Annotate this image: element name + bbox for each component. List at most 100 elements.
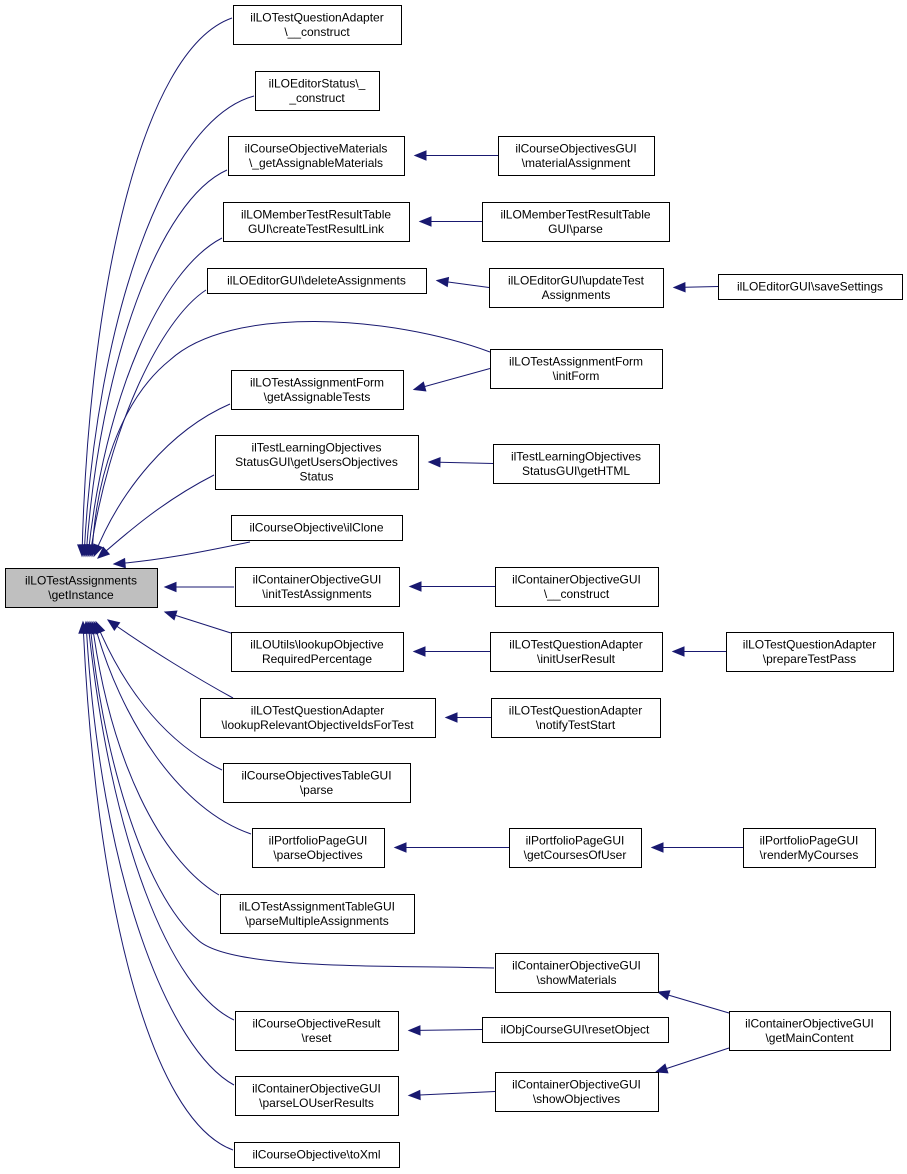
edge-m4-n6 [413, 368, 491, 390]
graph-node-n11[interactable]: ilLOTestQuestionAdapter\lookupRelevantOb… [200, 698, 436, 738]
node-box [495, 953, 659, 993]
node-label: RequiredPercentage [262, 652, 372, 666]
node-label: \parseLOUserResults [259, 1096, 374, 1110]
node-label: ilLOTestAssignments [25, 573, 137, 587]
edges-layer [77, 17, 743, 1151]
arrow-head [656, 990, 671, 1001]
node-label: ilLOTestQuestionAdapter [509, 703, 642, 717]
edge-n12-root [95, 621, 223, 771]
graph-node-m7[interactable]: ilLOTestQuestionAdapter\initUserResult [490, 632, 663, 672]
graph-node-r3[interactable]: ilPortfolioPageGUI\renderMyCourses [743, 828, 876, 868]
node-box [490, 349, 663, 389]
node-label: \parse [300, 783, 334, 797]
node-label: ilLOTestAssignmentForm [509, 354, 643, 368]
arrow-head [78, 620, 89, 634]
graph-node-n9[interactable]: ilContainerObjectiveGUI\initTestAssignme… [235, 567, 400, 607]
node-box [743, 828, 876, 868]
node-box [495, 1072, 659, 1112]
node-box [235, 1011, 399, 1051]
graph-node-r4[interactable]: ilContainerObjectiveGUI\getMainContent [729, 1011, 891, 1051]
edge-n8-root [113, 541, 251, 565]
edge-n3-root [85, 169, 228, 557]
edge-n6-root [93, 403, 231, 557]
arrow-head [654, 1063, 669, 1074]
node-label: ilCourseObjective\ilClone [249, 521, 383, 535]
node-box [509, 828, 642, 868]
graph-node-n6[interactable]: ilLOTestAssignmentForm\getAssignableTest… [231, 370, 404, 410]
edge-n11-root [107, 619, 234, 699]
node-label: ilLOEditorGUI\deleteAssignments [227, 274, 406, 288]
graph-node-m9[interactable]: ilPortfolioPageGUI\getCoursesOfUser [509, 828, 642, 868]
graph-node-m4[interactable]: ilLOTestAssignmentForm\initForm [490, 349, 663, 389]
graph-node-n14[interactable]: ilLOTestAssignmentTableGUI\parseMultiple… [220, 894, 415, 934]
graph-node-n1[interactable]: ilLOTestQuestionAdapter\__construct [233, 5, 402, 45]
node-label: \parseMultipleAssignments [245, 914, 388, 928]
graph-node-m1[interactable]: ilCourseObjectivesGUI\materialAssignment [498, 136, 655, 176]
graph-node-m10[interactable]: ilContainerObjectiveGUI\showMaterials [495, 953, 659, 993]
node-box [489, 268, 664, 308]
node-label: \initTestAssignments [262, 587, 371, 601]
node-box [231, 515, 403, 541]
graph-node-n2[interactable]: ilLOEditorStatus\__construct [255, 71, 380, 111]
graph-node-m11[interactable]: ilObjCourseGUI\resetObject [482, 1017, 669, 1043]
node-box [234, 1142, 400, 1168]
arrow-head [412, 646, 426, 657]
node-box [233, 5, 402, 45]
arrow-head [444, 712, 458, 723]
node-label: ilContainerObjectiveGUI [745, 1016, 874, 1030]
arrow-head [97, 546, 111, 559]
node-label: ilPortfolioPageGUI [526, 833, 625, 847]
node-label: GUI\parse [548, 222, 603, 236]
graph-root-node[interactable]: ilLOTestAssignments\getInstance [5, 568, 158, 608]
node-label: ilCourseObjectivesTableGUI [241, 768, 391, 782]
graph-node-n7[interactable]: ilTestLearningObjectivesStatusGUI\getUse… [215, 435, 419, 490]
node-box [729, 1011, 891, 1051]
edge-n17-root [82, 621, 234, 1151]
graph-node-n17[interactable]: ilCourseObjective\toXml [234, 1142, 400, 1168]
graph-node-n8[interactable]: ilCourseObjective\ilClone [231, 515, 403, 541]
edge-m10-root [89, 621, 495, 969]
node-label: ilLOTestQuestionAdapter [743, 637, 876, 651]
edge-n1-root [81, 17, 233, 557]
graph-node-r2[interactable]: ilLOTestQuestionAdapter\prepareTestPass [726, 632, 894, 672]
arrow-head [393, 842, 407, 853]
graph-node-r1[interactable]: ilLOEditorGUI\saveSettings [718, 274, 903, 300]
graph-node-n15[interactable]: ilCourseObjectiveResult\reset [235, 1011, 399, 1051]
graph-node-m5[interactable]: ilTestLearningObjectivesStatusGUI\getHTM… [493, 444, 660, 484]
edge-m4-root [91, 321, 491, 557]
node-label: ilCourseObjective\toXml [252, 1148, 380, 1162]
node-label: \__construct [284, 25, 350, 39]
node-label: ilLOMemberTestResultTable [500, 207, 650, 221]
node-box [490, 632, 663, 672]
graph-node-n13[interactable]: ilPortfolioPageGUI\parseObjectives [252, 828, 385, 868]
arrow-head [435, 276, 450, 288]
node-label: \getAssignableTests [264, 390, 371, 404]
node-label: ilContainerObjectiveGUI [512, 1077, 641, 1091]
graph-node-m8[interactable]: ilLOTestQuestionAdapter\notifyTestStart [491, 698, 661, 738]
graph-node-n4[interactable]: ilLOMemberTestResultTableGUI\createTestR… [223, 202, 410, 242]
node-box [235, 567, 400, 607]
node-box [207, 268, 427, 294]
node-box [482, 202, 670, 242]
node-label: \getInstance [48, 588, 114, 602]
node-box [718, 274, 903, 300]
graph-node-n5[interactable]: ilLOEditorGUI\deleteAssignments [207, 268, 427, 294]
node-label: StatusGUI\getUsersObjectives [235, 455, 398, 469]
node-label: ilCourseObjectiveResult [252, 1016, 381, 1030]
node-label: ilCourseObjectivesGUI [515, 141, 636, 155]
graph-node-n16[interactable]: ilContainerObjectiveGUI\parseLOUserResul… [235, 1076, 399, 1116]
graph-node-n12[interactable]: ilCourseObjectivesTableGUI\parse [223, 763, 411, 803]
graph-node-m6[interactable]: ilContainerObjectiveGUI\__construct [495, 567, 659, 607]
graph-node-n10[interactable]: ilLOUtils\lookupObjectiveRequiredPercent… [231, 632, 404, 672]
node-label: StatusGUI\getHTML [522, 464, 630, 478]
node-box [491, 698, 661, 738]
node-label: ilLOTestQuestionAdapter [250, 10, 383, 24]
graph-node-n3[interactable]: ilCourseObjectiveMaterials\_getAssignabl… [228, 136, 405, 176]
edge-n4-root [87, 237, 223, 557]
node-box [200, 698, 436, 738]
node-label: ilPortfolioPageGUI [269, 833, 368, 847]
graph-node-m12[interactable]: ilContainerObjectiveGUI\showObjectives [495, 1072, 659, 1112]
arrow-head [163, 581, 177, 593]
